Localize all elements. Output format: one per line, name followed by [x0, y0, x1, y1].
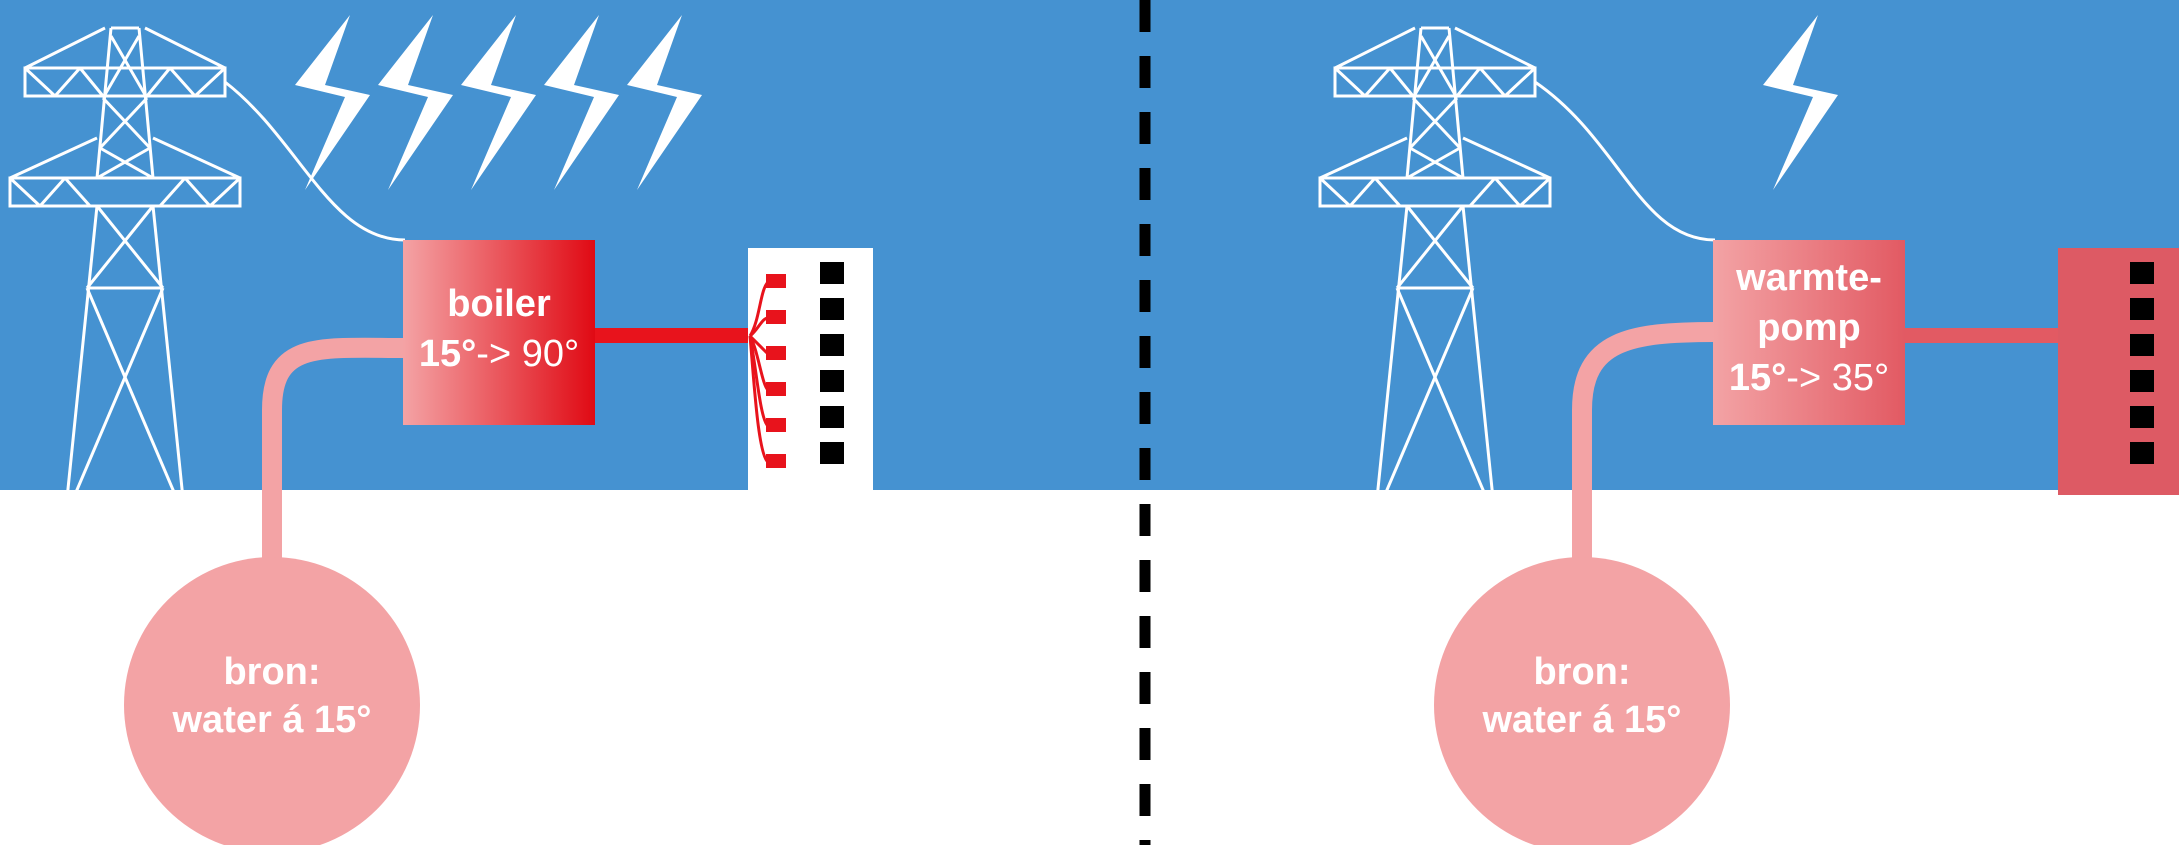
right-source-label: bron: — [1533, 651, 1630, 693]
left-source-detail: water á 15° — [172, 699, 372, 741]
boiler-temperature: 15°-> 90° — [419, 333, 579, 375]
heatpump-label-line2: pomp — [1757, 307, 1860, 349]
right-source-detail: water á 15° — [1482, 699, 1682, 741]
right-radiator — [2058, 248, 2179, 495]
left-source-label: bron: — [223, 651, 320, 693]
boiler-label: boiler — [447, 283, 551, 325]
right-output-pipe — [1903, 328, 2061, 343]
left-output-pipe — [595, 328, 750, 343]
heatpump-temperature: 15°-> 35° — [1729, 357, 1889, 399]
left-radiator — [748, 248, 873, 490]
radiator-body — [2058, 248, 2179, 495]
heatpump-label-line1: warmte- — [1735, 257, 1882, 299]
